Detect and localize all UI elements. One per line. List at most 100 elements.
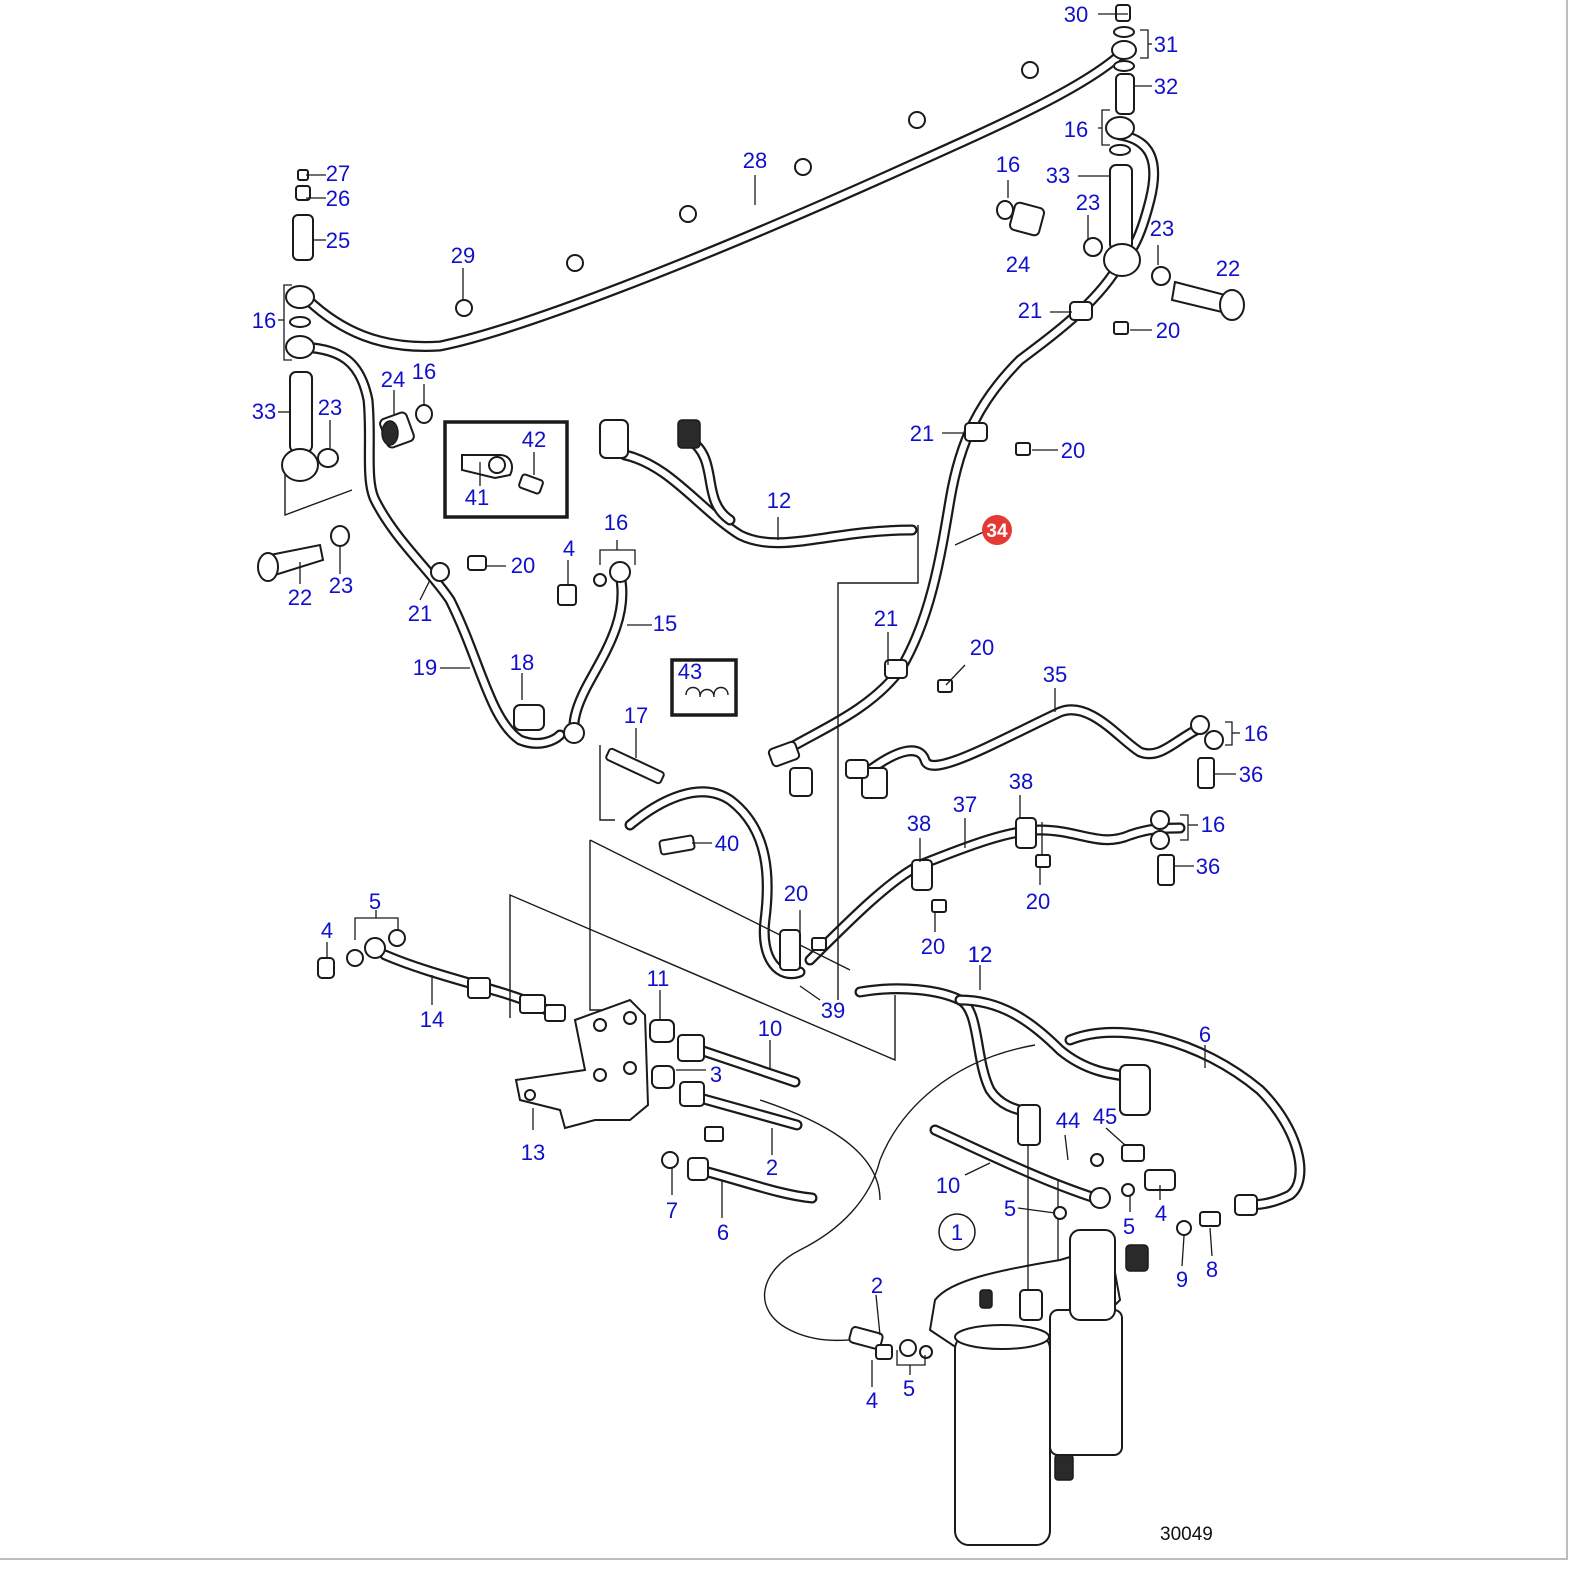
callout-label-36: 36 [1239, 762, 1263, 787]
callout-label-6: 6 [717, 1220, 729, 1245]
callout-label-21: 21 [1018, 298, 1042, 323]
fittings-14 [317, 929, 566, 1022]
fittings-misc [430, 321, 1224, 971]
callout-label-4: 4 [866, 1388, 878, 1413]
callout-label-43: 43 [678, 659, 702, 684]
callout-label-6: 6 [1199, 1022, 1211, 1047]
callout-label-8: 8 [1206, 1257, 1218, 1282]
callout-label-32: 32 [1154, 74, 1178, 99]
fuel-pipe-15 [568, 569, 628, 741]
callout-label-37: 37 [953, 792, 977, 817]
pipe-clips [455, 61, 1039, 317]
callout-label-20: 20 [784, 881, 808, 906]
callout-label-2: 2 [871, 1273, 883, 1298]
callout-label-30: 30 [1064, 2, 1088, 27]
callout-label-16: 16 [1064, 117, 1088, 142]
callout-label-16: 16 [412, 359, 436, 384]
fuel-filter-assembly [848, 1064, 1258, 1546]
callout-label-33: 33 [1046, 163, 1070, 188]
callout-label-44: 44 [1056, 1108, 1080, 1133]
callout-label-4: 4 [1155, 1201, 1167, 1226]
callout-label-12: 12 [767, 488, 791, 513]
circled-callout-1: 1 [938, 1213, 976, 1251]
callout-label-31: 31 [1154, 32, 1178, 57]
callout-label-21: 21 [408, 601, 432, 626]
callout-label-12: 12 [968, 942, 992, 967]
callout-label-36: 36 [1196, 854, 1220, 879]
callout-label-20: 20 [1061, 438, 1085, 463]
callout-label-15: 15 [653, 611, 677, 636]
fuel-pipe-12-lower [854, 983, 1146, 1118]
callout-label-16: 16 [604, 510, 628, 535]
fuel-pipe-6-right [1064, 1026, 1306, 1211]
callout-label-20: 20 [921, 934, 945, 959]
fuel-pipe-6-lower [694, 1164, 818, 1204]
callout-label-16: 16 [996, 152, 1020, 177]
callout-label-11: 11 [647, 966, 670, 991]
callout-label-12: 12 [968, 942, 992, 967]
callout-label-45: 45 [1093, 1104, 1117, 1129]
callout-label-21: 21 [910, 421, 934, 446]
union-24-left [379, 404, 433, 449]
callout-label-20: 20 [970, 635, 994, 660]
callout-label-22: 22 [1216, 256, 1240, 281]
callout-label-13: 13 [521, 1140, 545, 1165]
clip-kit-box-43 [670, 658, 738, 717]
clamp-kit-box-41-42 [443, 420, 569, 519]
callout-label-17: 17 [624, 703, 648, 728]
callout-label-38: 38 [1009, 769, 1033, 794]
callout-label-5: 5 [369, 889, 381, 914]
callout-label-9: 9 [1176, 1267, 1188, 1292]
fuel-pipe-35 [864, 704, 1206, 776]
drawing-number: 30049 [1160, 1524, 1213, 1545]
callout-label-14: 14 [420, 1007, 444, 1032]
callout-label-28: 28 [743, 148, 767, 173]
callout-label-38: 38 [907, 811, 931, 836]
callout-label-23: 23 [329, 573, 353, 598]
callout-label-27: 27 [326, 161, 350, 186]
callout-label-24: 24 [1006, 252, 1030, 277]
callout-label-19: 19 [413, 655, 437, 680]
fuel-pipe-28 [302, 49, 1126, 353]
callout-label-42: 42 [522, 427, 546, 452]
callout-label-20: 20 [1026, 889, 1050, 914]
fuel-pipe-2-upper [694, 1092, 803, 1131]
callout-label-10: 10 [758, 1016, 782, 1041]
callout-label-7: 7 [666, 1198, 678, 1223]
callout-label-23: 23 [318, 395, 342, 420]
fuel-pipe-40 [624, 786, 806, 980]
callout-label-3: 3 [710, 1062, 722, 1087]
callout-label-35: 35 [1043, 662, 1067, 687]
callout-34-badge [982, 515, 1012, 545]
callout-label-29: 29 [451, 243, 475, 268]
callout-leaders [278, 13, 1240, 1387]
callout-label-23: 23 [1076, 190, 1100, 215]
callout-label-5: 5 [1123, 1214, 1135, 1239]
callout-label-18: 18 [510, 650, 534, 675]
callout-1-label: 1 [951, 1220, 963, 1245]
fittings-top-right [884, 4, 1245, 679]
callout-label-16: 16 [1244, 721, 1268, 746]
callout-label-5: 5 [1004, 1196, 1016, 1221]
callout-label-41: 41 [465, 485, 489, 510]
callout-label-2: 2 [766, 1155, 778, 1180]
bolt-22-left [257, 525, 350, 582]
highlighted-callout-34[interactable]: 34 [982, 515, 1012, 545]
callout-34-label: 34 [986, 521, 1008, 542]
callout-label-16: 16 [252, 308, 276, 333]
callout-label-24: 24 [381, 367, 405, 392]
callout-label-20: 20 [1156, 318, 1180, 343]
callout-label-21: 21 [874, 606, 898, 631]
callout-label-39: 39 [821, 998, 845, 1023]
callout-label-23: 23 [1150, 216, 1174, 241]
callout-label-22: 22 [288, 585, 312, 610]
callout-label-25: 25 [326, 228, 350, 253]
fuel-pipe-10-lower [929, 1124, 1101, 1204]
bracket-13 [514, 998, 724, 1181]
callout-label-16: 16 [1201, 812, 1225, 837]
callout-label-5: 5 [903, 1376, 915, 1401]
callout-label-33: 33 [252, 399, 276, 424]
